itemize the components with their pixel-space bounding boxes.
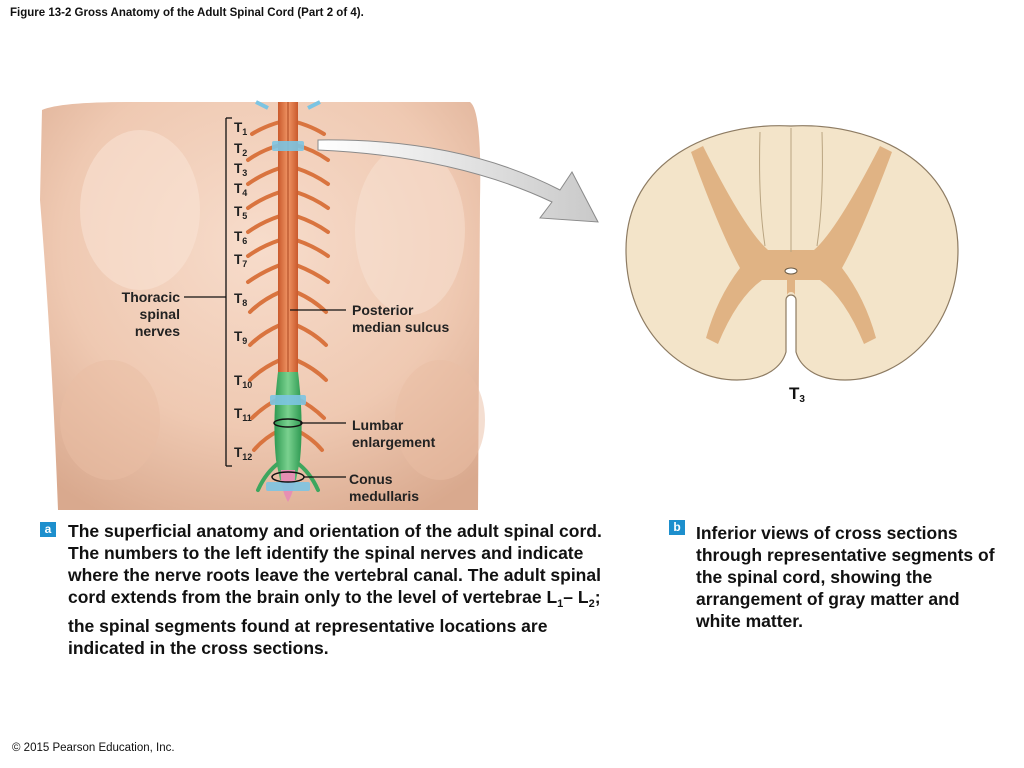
panel-a-badge: a: [40, 522, 56, 537]
segment-label-t5: T5: [234, 204, 248, 221]
segment-label-t11: T11: [234, 406, 252, 423]
copyright-notice: © 2015 Pearson Education, Inc.: [12, 742, 175, 754]
vertebra-marker-top: [272, 141, 304, 151]
segment-label-t9: T9: [234, 329, 248, 346]
conus-medullaris-label: Conus medullaris: [349, 471, 420, 504]
central-canal: [784, 267, 798, 275]
segment-label-t4: T4: [234, 181, 248, 198]
back-skin: [40, 102, 485, 510]
thoracic-bracket: [184, 117, 232, 467]
vertebra-marker-lumbar: [270, 395, 306, 405]
panel-b-badge: b: [669, 520, 685, 535]
segment-label-t8: T8: [234, 291, 248, 308]
segment-label-t2: T2: [234, 141, 248, 158]
segment-label-t1: T1: [234, 120, 248, 137]
cross-section-t3: [625, 125, 959, 381]
panel-b-caption: Inferior views of cross sections through…: [696, 523, 995, 631]
thoracic-spinal-nerves-label: Thoracic spinal nerves: [121, 289, 180, 339]
gray-matter: [691, 146, 892, 344]
spinal-nerves: [246, 120, 330, 452]
panel-a-caption: The superficial anatomy and orientation …: [68, 521, 602, 658]
segment-label-t3: T3: [234, 161, 248, 178]
segment-label-t10: T10: [234, 373, 253, 390]
segment-label-t6: T6: [234, 229, 248, 246]
vertebra-marker-conus: [266, 482, 310, 491]
posterior-median-sulcus-label: Posterior median sulcus: [352, 302, 450, 335]
figure-title: Figure 13-2 Gross Anatomy of the Adult S…: [10, 7, 364, 19]
cross-section-segment-label: T3: [789, 384, 805, 405]
lumbar-enlargement-label: Lumbar enlargement: [352, 417, 436, 450]
segment-label-t12: T12: [234, 445, 253, 462]
segment-label-t7: T7: [234, 252, 248, 269]
pointer-arrow: [317, 139, 599, 223]
